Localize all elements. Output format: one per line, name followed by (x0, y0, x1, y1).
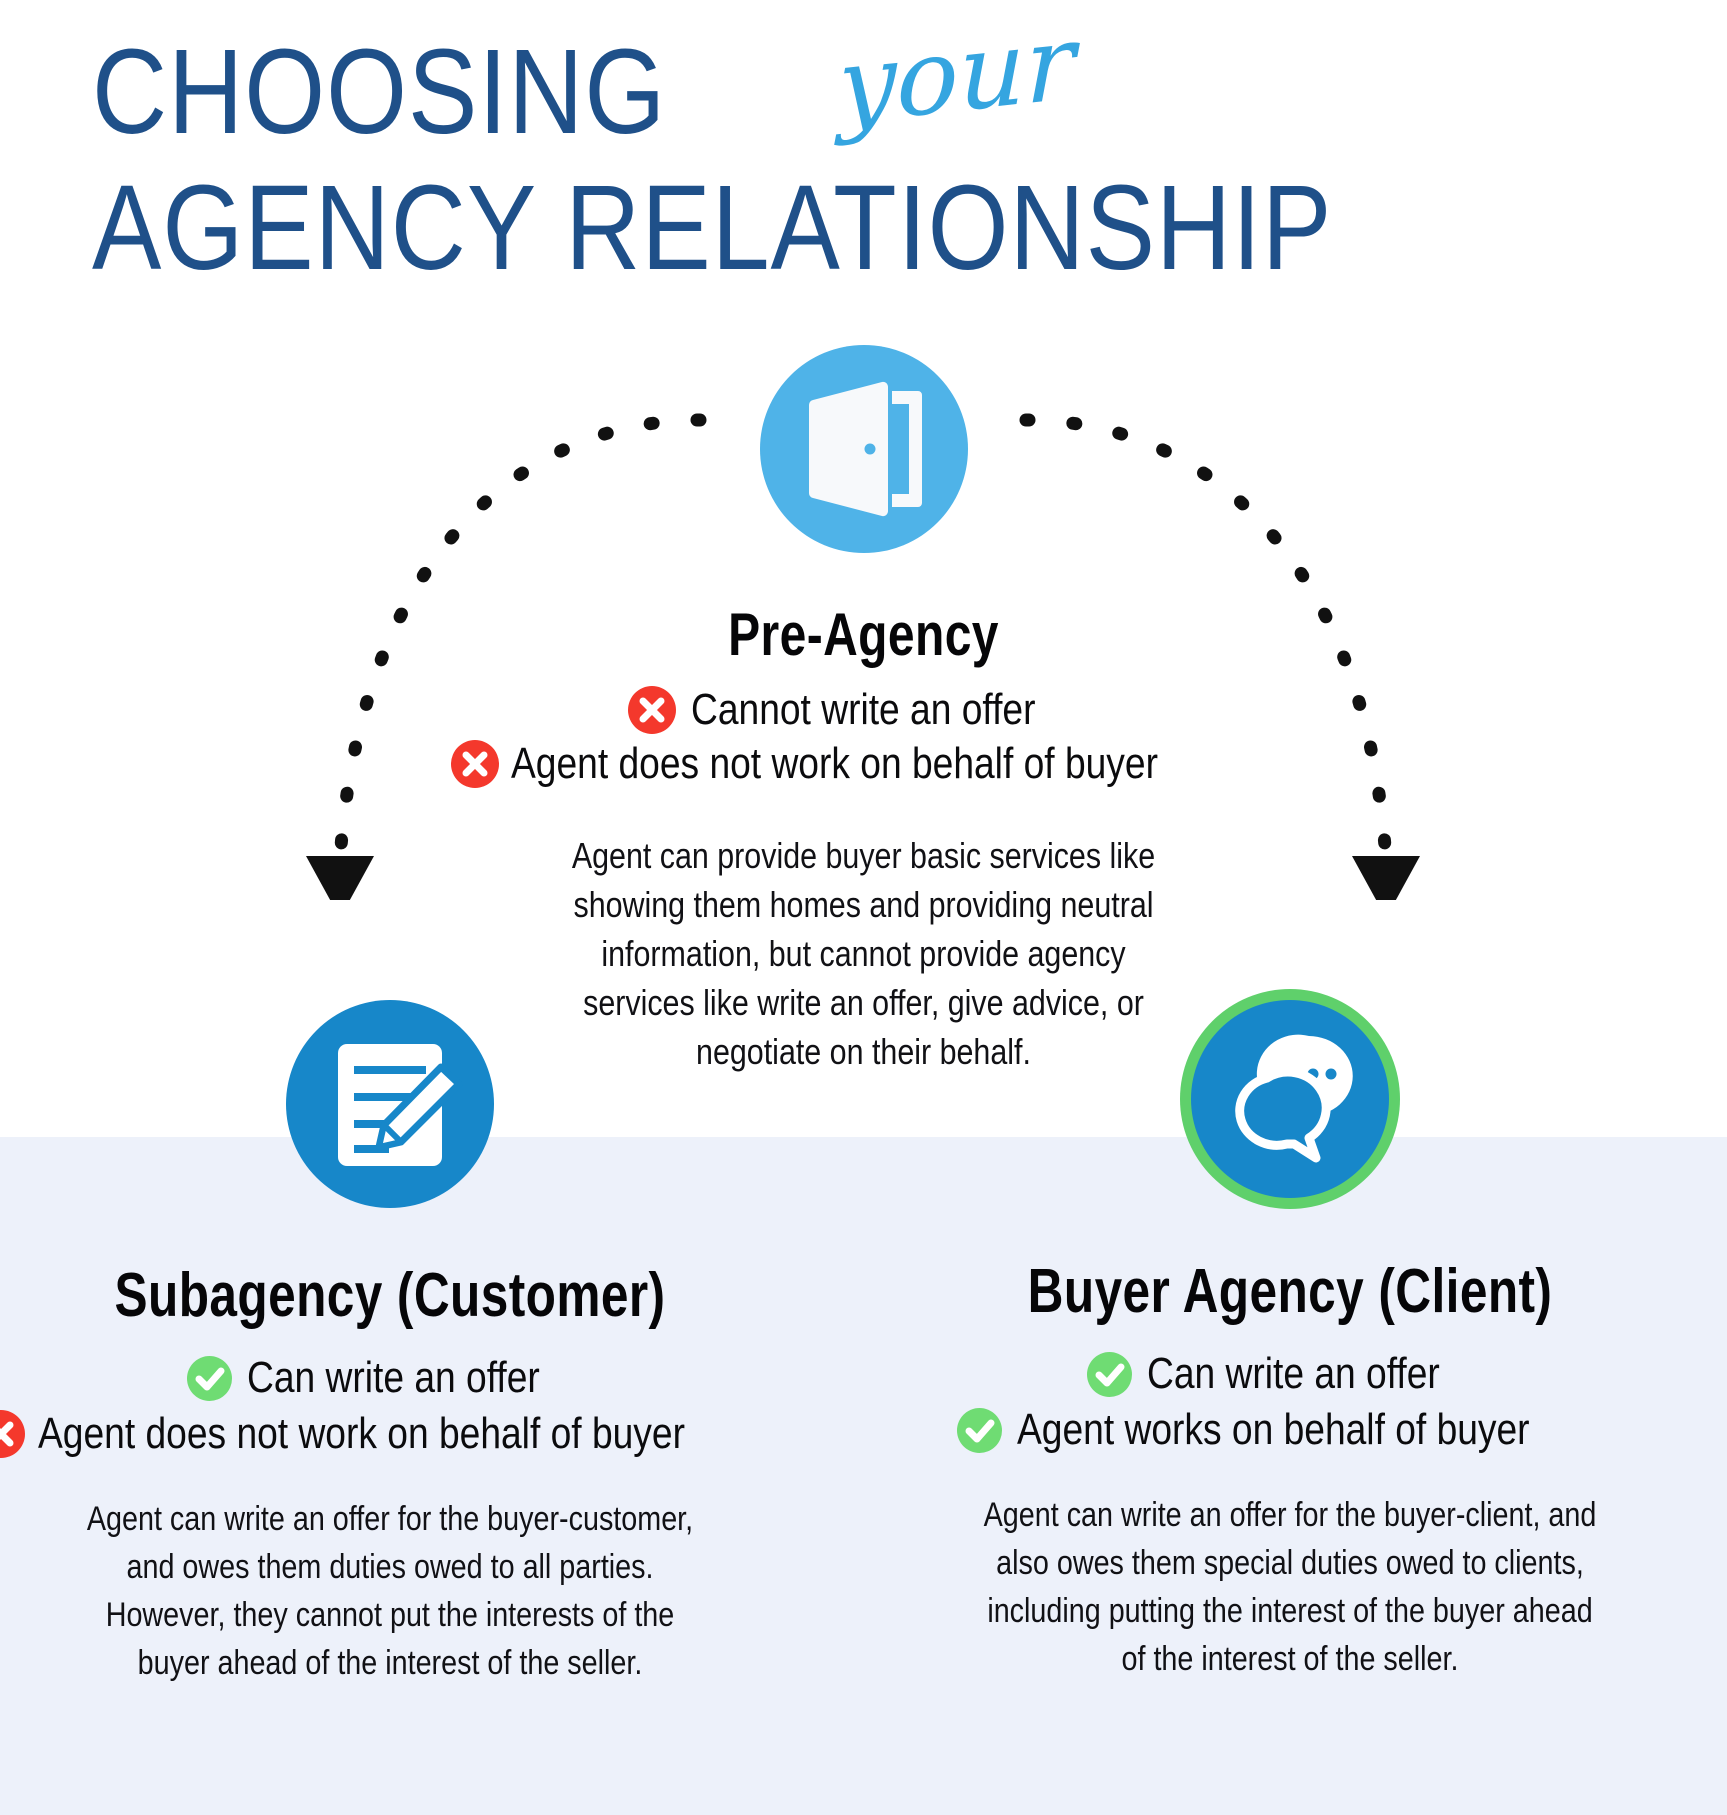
paragraph-line: Agent can provide buyer basic services l… (571, 835, 1156, 876)
chat-bubbles-icon (1191, 1000, 1389, 1198)
paragraph-line: negotiate on their behalf. (696, 1031, 1031, 1072)
bullet-label: Agent does not work on behalf of buyer (510, 739, 1158, 788)
paragraph-line: and owes them duties owed to all parties… (126, 1548, 654, 1586)
title-line-1: CHOOSING (92, 25, 667, 160)
bullet-row: Cannot write an offer (0, 685, 1727, 735)
paragraph-line: including putting the interest of the bu… (987, 1592, 1593, 1630)
node-pre-agency-paragraph: Agent can provide buyer basic services l… (0, 831, 1727, 1076)
open-door-icon (759, 345, 968, 553)
page-title: CHOOSING your AGENCY RELATIONSHIP (0, 0, 1727, 295)
paragraph-line: Agent can write an offer for the buyer-c… (983, 1496, 1597, 1534)
node-buyer-agency: Buyer Agency (Client) Can write an offer… (880, 1000, 1700, 1683)
bullet-label: Agent works on behalf of buyer (1016, 1405, 1530, 1454)
paragraph-line: of the interest of the seller. (1121, 1640, 1459, 1678)
paragraph-line: also owes them special duties owed to cl… (996, 1544, 1584, 1582)
check-icon (1086, 1351, 1132, 1397)
node-pre-agency-title: Pre-Agency (728, 601, 999, 668)
dashed-curved-arrow-left-path (333, 413, 707, 867)
bullet-row: Can write an offer (0, 1353, 800, 1403)
cross-icon (628, 686, 677, 734)
cross-icon (450, 740, 499, 788)
node-buyer-agency-title: Buyer Agency (Client) (1027, 1257, 1553, 1326)
check-icon (956, 1407, 1002, 1453)
bullet-label: Can write an offer (1146, 1349, 1440, 1398)
node-pre-agency: Pre-Agency Cannot write an offer Agent d… (0, 345, 1727, 1076)
bullet-row: Agent does not work on behalf of buyer (0, 1409, 800, 1459)
check-icon (186, 1355, 232, 1401)
bullet-row: Agent works on behalf of buyer (880, 1405, 1700, 1455)
paragraph-line: However, they cannot put the interests o… (105, 1596, 675, 1634)
paragraph-line: buyer ahead of the interest of the selle… (137, 1644, 643, 1682)
node-subagency-title: Subagency (Customer) (114, 1261, 666, 1330)
title-line-2: AGENCY RELATIONSHIP (92, 161, 1333, 296)
cross-icon (0, 1410, 25, 1458)
dashed-curved-arrow-left-head (306, 856, 374, 900)
paragraph-line: services like write an offer, give advic… (583, 982, 1144, 1023)
node-subagency: Subagency (Customer) Can write an offer … (0, 1000, 800, 1687)
dashed-curved-arrow-right-path (1019, 413, 1393, 867)
paragraph-line: showing them homes and providing neutral (573, 884, 1154, 925)
bullet-label: Can write an offer (246, 1353, 540, 1402)
node-buyer-agency-paragraph: Agent can write an offer for the buyer-c… (880, 1491, 1700, 1683)
node-subagency-paragraph: Agent can write an offer for the buyer-c… (0, 1495, 800, 1687)
bullet-label: Agent does not work on behalf of buyer (37, 1409, 685, 1458)
bullet-row: Can write an offer (880, 1349, 1700, 1399)
bullet-row: Agent does not work on behalf of buyer (0, 739, 1727, 789)
dashed-curved-arrow-right-head (1352, 856, 1420, 900)
title-script-word: your (838, 0, 1075, 149)
paragraph-line: information, but cannot provide agency (601, 933, 1126, 974)
lower-background-band (0, 1137, 1727, 1815)
document-pencil-icon (286, 1000, 494, 1208)
connector-arrows (306, 413, 1420, 900)
bullet-label: Cannot write an offer (691, 685, 1036, 734)
paragraph-line: Agent can write an offer for the buyer-c… (86, 1500, 694, 1538)
